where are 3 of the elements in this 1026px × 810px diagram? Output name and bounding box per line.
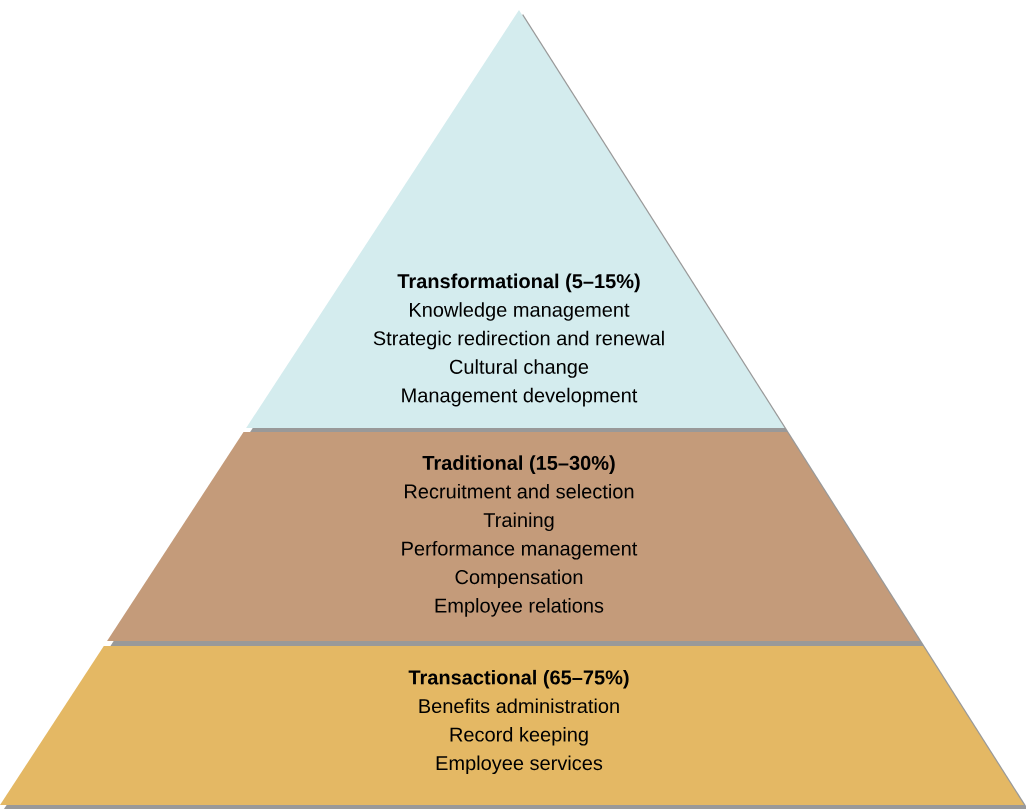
- pyramid-tier: Transactional (65–75%) Benefits administration Record keeping Employee services: [0, 646, 1024, 805]
- pyramid-tier: Traditional (15–30%) Recruitment and selection Training Performance management Compensation Employee relations: [107, 432, 920, 641]
- pyramid-tier: Transformational (5–15%) Knowledge management Strategic redirection and renewal Cultural change Management development: [246, 10, 785, 428]
